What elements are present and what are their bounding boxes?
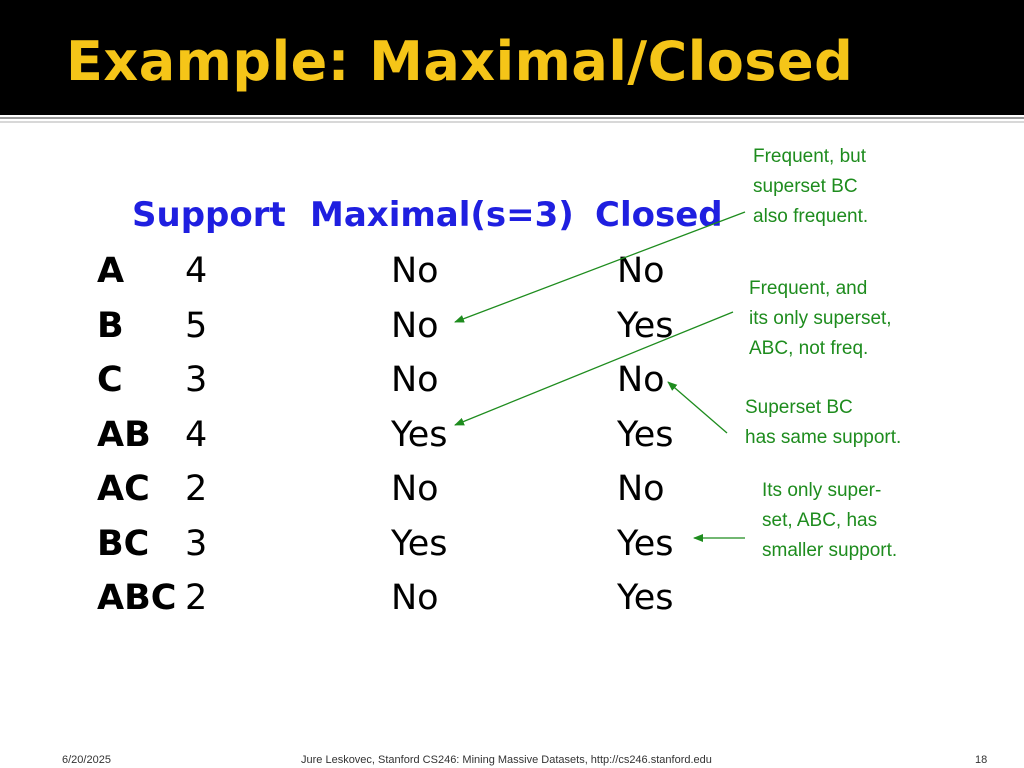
- header-maximal: Maximal(s=3): [310, 195, 574, 235]
- annotation-1: Frequent, but superset BC also frequent.: [753, 146, 869, 227]
- maximal-value: No: [391, 251, 439, 291]
- itemset-label: B: [97, 306, 124, 346]
- itemset-label: A: [97, 251, 125, 291]
- support-value: 2: [185, 469, 208, 509]
- title-divider-light: [0, 121, 1024, 123]
- maximal-value: Yes: [391, 524, 448, 564]
- itemset-label: AB: [97, 415, 151, 455]
- closed-value: No: [617, 469, 665, 509]
- annotation-4: Its only super- set, ABC, has smaller su…: [762, 480, 898, 561]
- maximal-value: No: [391, 469, 439, 509]
- support-value: 4: [185, 415, 208, 455]
- itemset-label: C: [97, 360, 123, 400]
- annotation-2: Frequent, and its only superset, ABC, no…: [749, 278, 892, 359]
- closed-value: Yes: [617, 578, 674, 618]
- itemset-label: BC: [97, 524, 150, 564]
- annotation-3: Superset BC has same support.: [745, 397, 902, 448]
- support-value: 2: [185, 578, 208, 618]
- arrow-3: [667, 381, 728, 434]
- itemset-label: ABC: [97, 578, 177, 618]
- closed-value: Yes: [617, 415, 674, 455]
- footer-credit: Jure Leskovec, Stanford CS246: Mining Ma…: [301, 754, 712, 766]
- arrow-2: [454, 311, 734, 426]
- closed-value: No: [617, 360, 665, 400]
- title-divider: [0, 117, 1024, 119]
- maximal-value: No: [391, 578, 439, 618]
- itemset-label: AC: [97, 469, 150, 509]
- closed-value: Yes: [617, 524, 674, 564]
- maximal-value: No: [391, 306, 439, 346]
- slide-number: 18: [975, 754, 988, 766]
- support-value: 3: [185, 360, 208, 400]
- title-bar: [0, 0, 1024, 115]
- footer-date: 6/20/2025: [62, 754, 111, 766]
- arrow-1: [454, 211, 746, 323]
- slide-title: Example: Maximal/Closed: [66, 30, 854, 93]
- maximal-value: Yes: [391, 415, 448, 455]
- support-value: 4: [185, 251, 208, 291]
- support-value: 3: [185, 524, 208, 564]
- support-value: 5: [185, 306, 208, 346]
- maximal-value: No: [391, 360, 439, 400]
- header-support: Support: [132, 195, 286, 235]
